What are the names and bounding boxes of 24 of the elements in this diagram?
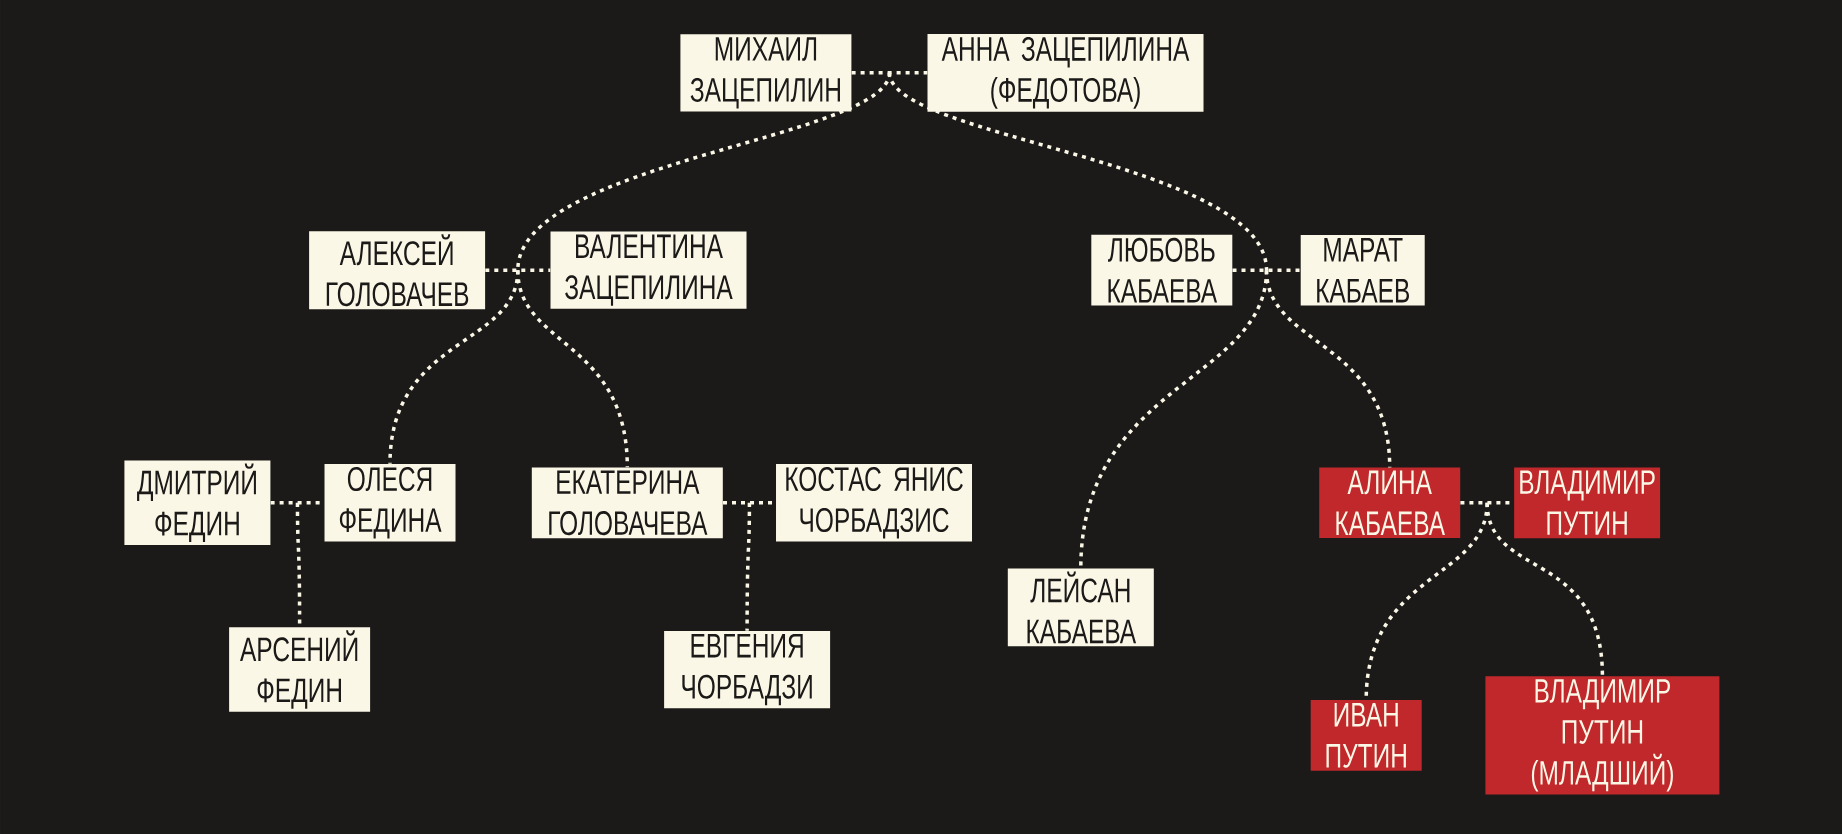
- descent-line: [887, 72, 1269, 271]
- name-label: ОЛЕСЯ ФЕДИНА: [324, 464, 456, 542]
- name-label: МИХАИЛ ЗАЦЕПИЛИН: [680, 34, 852, 112]
- name-label: ЕКАТЕРИНА ГОЛОВАЧЕВА: [531, 467, 723, 539]
- marriage-line: [1232, 268, 1301, 272]
- name-label: ВЛАДИМИР ПУТИН (МЛАДШИЙ): [1485, 676, 1720, 795]
- name-label: ВАЛЕНТИНА ЗАЦЕПИЛИНА: [550, 231, 747, 309]
- descent-line: [745, 502, 752, 631]
- marriage-line: [851, 71, 928, 75]
- name-label: МАРАТ КАБАЕВ: [1300, 235, 1425, 306]
- name-label: КОСТАС ЯНИС ЧОРБАДЗИС: [776, 464, 972, 542]
- name-label: ЛЕЙСАН КАБАЕВА: [1007, 568, 1154, 647]
- name-label: ВЛАДИМИР ПУТИН: [1514, 467, 1661, 539]
- name-label: АРСЕНИЙ ФЕДИН: [229, 627, 371, 712]
- descent-line: [516, 270, 630, 468]
- name-label: АННА ЗАЦЕПИЛИНА (ФЕДОТОВА): [927, 33, 1204, 112]
- descent-line: [1485, 502, 1605, 677]
- name-label: АЛИНА КАБАЕВА: [1319, 467, 1461, 538]
- marriage-line: [485, 268, 551, 272]
- name-label: АЛЕКСЕЙ ГОЛОВАЧЕВ: [309, 231, 486, 310]
- name-label: ДМИТРИЙ ФЕДИН: [124, 460, 271, 546]
- name-label: ЛЮБОВЬ КАБАЕВА: [1091, 234, 1233, 306]
- name-label: ИВАН ПУТИН: [1310, 700, 1422, 771]
- name-label: ЕВГЕНИЯ ЧОРБАДЗИ: [664, 631, 831, 709]
